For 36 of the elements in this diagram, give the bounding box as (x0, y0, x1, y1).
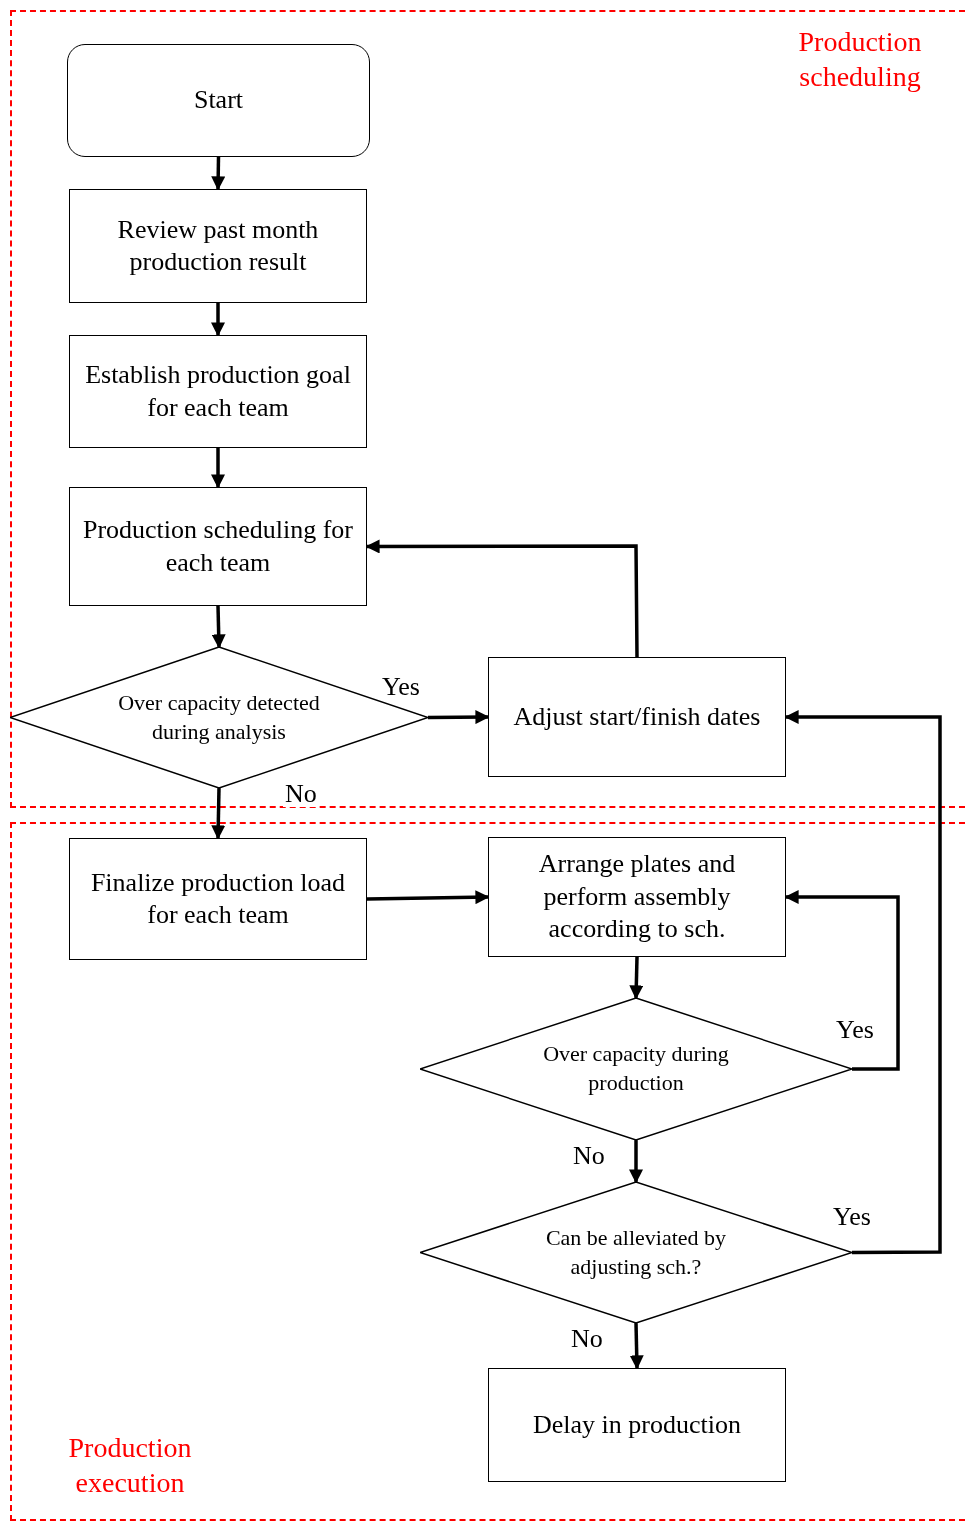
process-box (488, 657, 786, 777)
node-text: Arrange plates and perform assembly according to sch. (537, 848, 737, 946)
flow-arrow (211, 605, 226, 649)
flow-arrow (629, 1322, 644, 1370)
node-text: Production scheduling for each team (81, 514, 355, 579)
decision-text: Can be alleviated by adjusting sch.? (544, 1223, 728, 1281)
process-box (69, 189, 367, 303)
swimlane-band (10, 822, 965, 1521)
decision-text: Over capacity during production (542, 1040, 730, 1097)
node-text: Finalize production load for each team (89, 866, 347, 931)
flow-arrow (211, 156, 226, 191)
flow-arrow (211, 787, 226, 840)
flow-arrow (428, 710, 490, 725)
process-box (488, 837, 786, 957)
flow-arrow (211, 303, 225, 337)
flow-arrow (365, 539, 639, 657)
node-text: Review past month production result (116, 213, 320, 278)
lane-title: Production execution (67, 1431, 193, 1500)
lane-title: Production scheduling (797, 25, 923, 94)
node-text: Adjust start/finish dates (513, 700, 761, 733)
flow-arrow (629, 956, 644, 1000)
node-text: Delay in production (533, 1408, 741, 1441)
process-box (69, 487, 367, 606)
flow-arrow (629, 1140, 643, 1184)
process-box (69, 838, 367, 960)
decision-text: Over capacity detected during analysis (117, 688, 321, 746)
flow-arrow (784, 710, 942, 1255)
node-text: Establish production goal for each team (84, 359, 352, 424)
process-box (488, 1368, 786, 1482)
process-box (69, 335, 367, 448)
flow-arrow (211, 448, 225, 489)
swimlane-band (10, 10, 965, 808)
terminal-box (67, 44, 370, 157)
node-text: Start (193, 84, 244, 117)
flow-arrow (784, 890, 900, 1071)
flow-arrow (366, 890, 490, 905)
